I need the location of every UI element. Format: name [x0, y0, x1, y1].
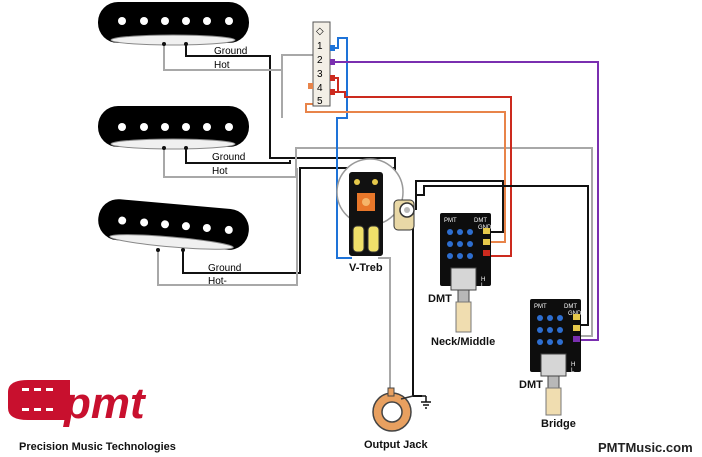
switch-pin-label-2: 2	[317, 55, 323, 66]
wire-purple	[330, 61, 599, 341]
pickup-middle-cover	[98, 106, 249, 147]
dmt-neck-middle: PMT DMT GND H L DMT Neck/Middle	[428, 213, 495, 348]
pickup-neck-poles	[118, 17, 233, 25]
wire-jack-hot	[378, 257, 391, 388]
pmt-logo-guitar-head-icon	[8, 380, 70, 420]
wire-orange	[305, 103, 506, 243]
pickup-neck-ground-label: Ground	[214, 46, 247, 57]
switch-pin-label-4: 4	[317, 83, 323, 94]
five-way-switch: ◇ 1 2 3 4 5	[308, 21, 335, 107]
output-jack-label: Output Jack	[364, 439, 428, 451]
switch-lug-orange	[308, 83, 313, 89]
wire-ground-dmt-neck	[415, 180, 504, 233]
switch-lug-blue	[330, 45, 335, 51]
pickup-neck-hot-label: Hot	[214, 60, 230, 71]
dmt-bridge-pads	[537, 314, 580, 345]
company-name: Precision Music Technologies	[19, 441, 176, 453]
wire-middle-ground	[185, 148, 291, 164]
dmt-neck-board-left: PMT	[444, 218, 457, 224]
pickup-middle-ground-label: Ground	[212, 152, 245, 163]
switch-lug-red-2	[330, 89, 335, 95]
dmt-bridge-caption: Bridge	[541, 418, 576, 430]
dmt-neck-label: DMT	[428, 293, 452, 305]
output-jack-sleeve	[400, 395, 414, 400]
wire-ground-dmt-bridge	[416, 185, 589, 326]
vtreb-terminal-left	[352, 225, 365, 253]
dmt-neck-knob	[455, 301, 472, 333]
switch-pin-label-3: 3	[317, 69, 323, 80]
dmt-bridge: PMT DMT GND H L DMT Bridge	[519, 299, 582, 430]
dmt-neck-pads	[447, 228, 490, 259]
wire-jack-ground	[405, 219, 422, 397]
pickup-middle: Ground Hot	[98, 106, 249, 177]
dmt-bridge-knob	[545, 387, 562, 416]
volume-pot-shaft-center	[404, 207, 410, 213]
dmt-neck-pin-h: H	[481, 277, 485, 283]
vtreb-module: V-Treb	[349, 172, 383, 274]
pickup-middle-underside	[110, 138, 236, 150]
dmt-bridge-pin-l: L	[571, 368, 575, 374]
pickup-bridge-poles	[118, 216, 233, 234]
dmt-neck-pin-l: L	[481, 283, 485, 289]
switch-lug-purple	[330, 59, 335, 65]
vtreb-terminal-right	[367, 225, 380, 253]
dmt-bridge-pot-shaft	[547, 375, 560, 389]
pickup-bridge-solder-hot	[156, 248, 160, 252]
website-url: PMTMusic.com	[598, 440, 693, 455]
pmt-logo-text: pmt	[63, 379, 147, 428]
wire-bridge-ground	[182, 167, 395, 274]
pmt-logo: pmt	[8, 379, 147, 428]
pmt-logo-tuners	[22, 388, 53, 411]
pickup-neck-solder-ground	[184, 42, 188, 46]
pickup-middle-hot-label: Hot	[212, 166, 228, 177]
dmt-neck-caption: Neck/Middle	[431, 336, 495, 348]
wire-middle-hot	[163, 147, 593, 337]
pickup-middle-solder-hot	[162, 146, 166, 150]
pickup-bridge-underside	[109, 234, 234, 250]
dmt-bridge-pin-h: H	[571, 362, 575, 368]
dmt-neck-pot-shaft	[457, 289, 470, 303]
dmt-bridge-board-left: PMT	[534, 304, 547, 310]
vtreb-pad-1	[354, 179, 360, 185]
wire-blue	[330, 37, 352, 259]
pickup-bridge-solder-ground	[181, 248, 185, 252]
dmt-bridge-board-right: DMT	[564, 304, 577, 310]
switch-pin-label-1: 1	[317, 41, 323, 52]
dmt-bridge-label: DMT	[519, 379, 543, 391]
pickup-bridge-hot-label: Hot-	[208, 276, 227, 287]
dmt-neck-board-right: DMT	[474, 218, 487, 224]
vtreb-chip-dot	[362, 198, 370, 206]
pickup-neck: Ground Hot	[98, 2, 249, 71]
vtreb-pad-2	[372, 179, 378, 185]
pickup-bridge	[98, 199, 249, 250]
pickup-middle-poles	[118, 123, 233, 131]
pickup-neck-underside	[110, 34, 236, 46]
output-jack-hole	[381, 401, 403, 423]
switch-lug-red-1	[330, 75, 335, 81]
switch-pin-label-5: 5	[317, 96, 323, 107]
vtreb-label: V-Treb	[349, 262, 383, 274]
output-jack-tip	[387, 387, 395, 397]
pickup-middle-solder-ground	[184, 146, 188, 150]
pickup-neck-solder-hot	[162, 42, 166, 46]
pickup-neck-cover	[98, 2, 249, 43]
ground-symbol-icon	[418, 395, 431, 409]
pickup-bridge-ground-label: Ground	[208, 263, 241, 274]
switch-pin-label-0: ◇	[316, 26, 324, 37]
dmt-neck-pot-body	[450, 267, 477, 291]
wire-red	[330, 91, 512, 257]
dmt-bridge-pot-body	[540, 353, 567, 377]
wire-bridge-hot	[157, 168, 298, 286]
output-jack: Output Jack	[364, 387, 431, 451]
wire-neck-ground	[185, 44, 396, 195]
